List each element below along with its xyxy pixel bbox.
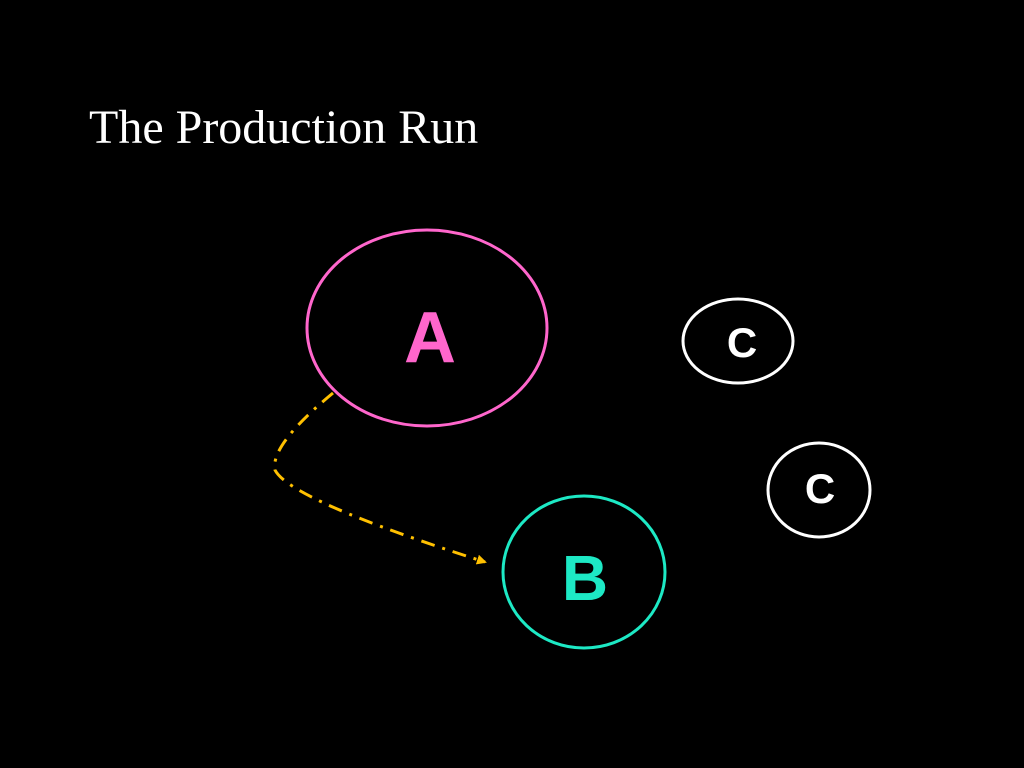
node-a-outline [305, 228, 549, 428]
node-c-upper-outline [681, 297, 795, 385]
node-c-lower: C [766, 441, 872, 539]
node-a: A [305, 228, 549, 428]
node-b-label: B [562, 542, 608, 614]
node-b: B [501, 494, 667, 650]
node-c-upper-label: C [727, 319, 757, 366]
node-a-label: A [404, 298, 456, 378]
node-c-lower-label: C [805, 465, 835, 512]
connector-a-to-b [273, 391, 487, 565]
node-c-upper: C [681, 297, 795, 385]
node-b-outline [501, 494, 667, 650]
node-c-lower-outline [766, 441, 872, 539]
slide-title: The Production Run [89, 101, 479, 154]
